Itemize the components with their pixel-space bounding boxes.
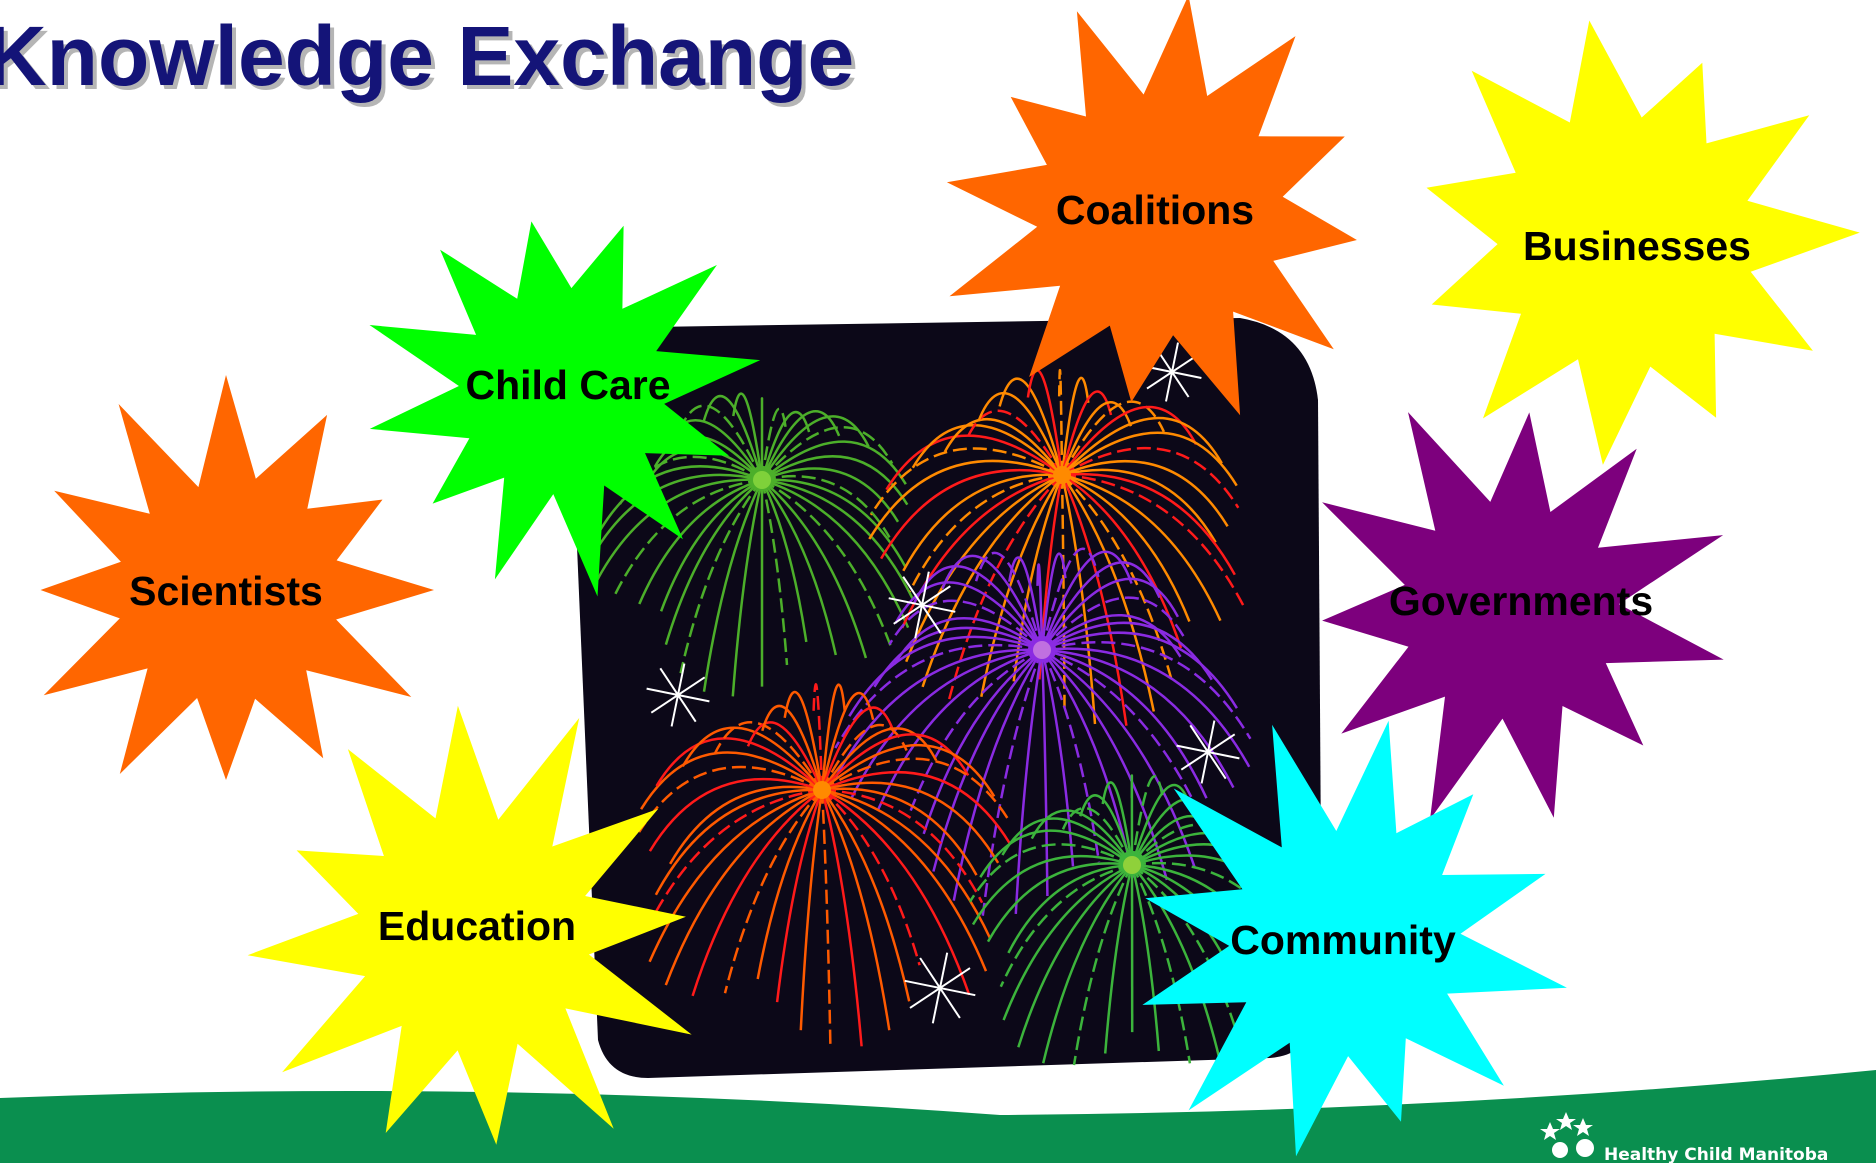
logo-text: Healthy Child Manitoba: [1604, 1147, 1828, 1163]
footer-band: [0, 1070, 1876, 1163]
businesses-label: Businesses: [1523, 223, 1751, 269]
starburst-scientists: Scientists: [41, 375, 435, 780]
firework-core: [1053, 466, 1071, 484]
slide-title: Knowledge Exchange: [0, 8, 854, 105]
logo-figure-icon: [1552, 1142, 1568, 1158]
coalitions-label: Coalitions: [1056, 187, 1254, 233]
community-label: Community: [1230, 917, 1456, 963]
firework-core: [1033, 641, 1051, 659]
child-care-label: Child Care: [465, 362, 670, 408]
starburst-businesses: Businesses: [1427, 21, 1860, 465]
firework-core: [753, 471, 771, 489]
firework-core: [1123, 856, 1141, 874]
education-label: Education: [378, 903, 576, 949]
firework-core: [813, 781, 831, 799]
governments-label: Governments: [1389, 578, 1653, 624]
logo-figure-icon: [1576, 1139, 1594, 1157]
scientists-label: Scientists: [129, 568, 323, 614]
